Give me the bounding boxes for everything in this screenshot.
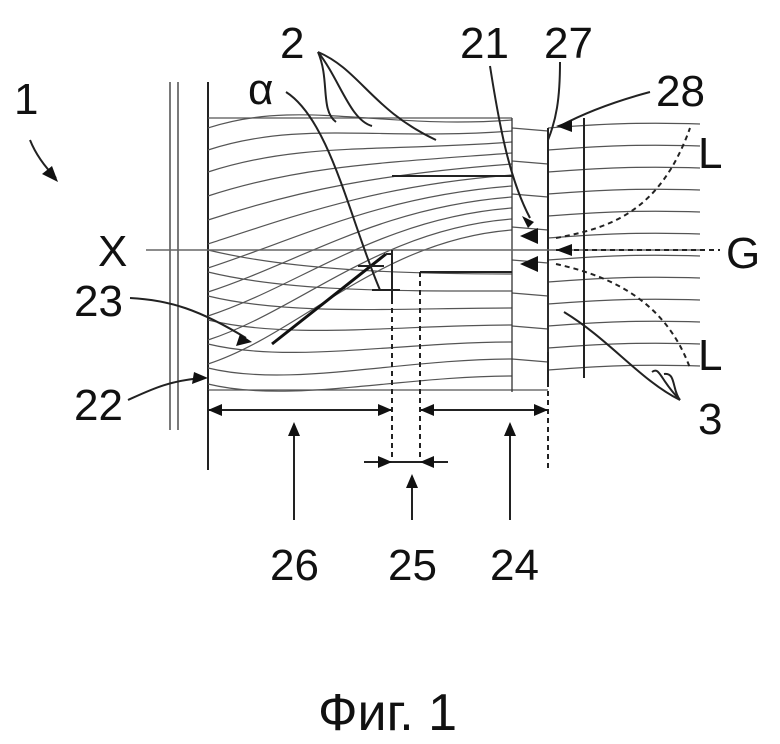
fiber-strand [512, 359, 548, 362]
fiber-strand [548, 277, 700, 282]
fiber-strand [548, 343, 700, 348]
label-axis-x: X [98, 227, 127, 276]
fiber-strand [208, 175, 512, 244]
fiber-strand [548, 145, 700, 150]
leader-lines [30, 52, 680, 400]
label-device: 1 [14, 75, 38, 124]
fiber-strand [548, 321, 700, 326]
fiber-strand [512, 293, 548, 296]
fiber-strand [512, 194, 548, 197]
figure-caption: Фиг. 1 [318, 684, 457, 742]
fiber-strand [548, 233, 700, 238]
fiber-strand [548, 167, 700, 172]
fiber-strand [208, 376, 512, 391]
fiber-strand [512, 128, 548, 131]
fiber-strand [548, 365, 700, 370]
fiber-strand [208, 359, 512, 375]
label-lane-bottom: L [698, 331, 722, 380]
label-26: 26 [270, 541, 319, 590]
label-alpha: α [248, 65, 273, 114]
fiber-strand [208, 208, 512, 316]
fiber-strand [548, 299, 700, 304]
label-24: 24 [490, 541, 539, 590]
reference-labels: 1 2 α X 23 22 21 27 28 L G L 3 26 25 24 [14, 19, 760, 590]
label-fibers-top: 2 [280, 19, 304, 68]
fiber-strand [208, 250, 512, 274]
label-27: 27 [544, 19, 593, 68]
lane-guides [556, 128, 720, 368]
fiber-strand [208, 131, 512, 150]
label-22: 22 [74, 381, 123, 430]
label-21: 21 [460, 19, 509, 68]
fiber-strand [548, 255, 700, 260]
fiber-strand [512, 326, 548, 329]
label-23: 23 [74, 277, 123, 326]
fiber-strand [208, 115, 512, 128]
left-frame [170, 82, 208, 470]
label-gap: G [726, 229, 760, 278]
label-lane-top: L [698, 129, 722, 178]
fiber-strand [512, 227, 548, 230]
fiber-web [208, 115, 700, 391]
fiber-strand [512, 161, 548, 164]
dimension-lines [208, 404, 548, 520]
fiber-strand [208, 164, 512, 220]
fiber-strand [208, 197, 512, 292]
label-25: 25 [388, 541, 437, 590]
fiber-strand [548, 189, 700, 194]
label-fibers-bottom: 3 [698, 395, 722, 444]
label-28: 28 [656, 67, 705, 116]
